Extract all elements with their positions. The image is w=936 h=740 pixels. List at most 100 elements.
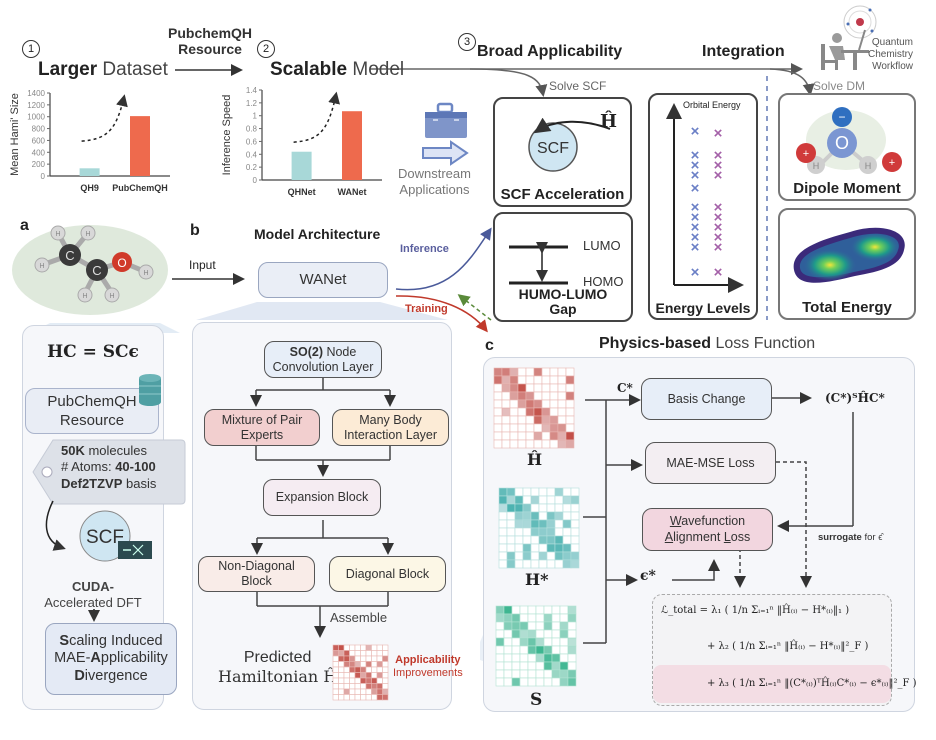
expansion-block-box: Expansion Block	[263, 479, 381, 516]
orbital-level-mark: ×	[714, 157, 723, 174]
training-label: Training	[405, 303, 448, 315]
y-tick-label: 400	[32, 148, 46, 157]
orbital-level-mark: ×	[714, 199, 723, 216]
y-tick-label: 1000	[27, 113, 45, 122]
orbital-level-mark: ×	[691, 199, 700, 216]
cuda-dft-label: CUDA- Accelerated DFT	[44, 579, 142, 610]
scf-acceleration-title: SCF Acceleration	[500, 186, 625, 203]
dipole-plus-right: +	[889, 157, 895, 169]
trend-arrow	[293, 91, 340, 143]
y-tick-label: 1.2	[246, 99, 258, 108]
quantum-workflow-icon	[821, 5, 877, 70]
predicted-hamiltonian-label: Predicted Hamiltonian Ĥ	[218, 649, 338, 687]
training-arrow	[395, 295, 488, 333]
y-axis-label: Inference Speed	[221, 95, 233, 176]
h-hat-label: Ĥ	[600, 111, 618, 132]
x-tick-label: QH9	[80, 183, 99, 193]
bar-wanet	[342, 111, 362, 180]
dipole-moment-title: Dipole Moment	[793, 180, 901, 197]
orbital-level-mark: ×	[691, 180, 700, 197]
y-tick-label: 1	[253, 112, 258, 121]
total-energy-title: Total Energy	[802, 299, 892, 316]
orbital-level-mark: ×	[691, 123, 700, 140]
inference-arrow	[395, 227, 492, 291]
total-energy-card: Total Energy	[778, 208, 916, 320]
orbital-level-mark: ×	[714, 167, 723, 184]
carbon-label-1: C	[65, 248, 74, 263]
orbital-level-mark: ×	[691, 219, 700, 236]
orbital-level-mark: ×	[714, 125, 723, 142]
panel-b-container	[192, 322, 452, 710]
wanet-box: WANet	[258, 262, 388, 298]
orbital-level-mark: ×	[691, 239, 700, 256]
homo-label: HOMO	[583, 274, 624, 289]
panel-b-label: b	[190, 222, 200, 239]
y-tick-label: 0.2	[246, 163, 258, 172]
arrow-solve-scf	[469, 68, 548, 97]
stat-molecules: 50K molecules	[61, 443, 147, 458]
orbital-energy-axis-label: Orbital Energy	[683, 100, 741, 110]
h-atom: H	[82, 293, 87, 300]
pubchemqh-resource-box: PubChemQH Resource	[25, 388, 159, 434]
orbital-level-mark: ×	[691, 167, 700, 184]
formula-term-3: + λ₃ ( 1/n Σᵢ₌₁ⁿ ‖(C*₍ᵢ₎)ᵀĤ₍ᵢ₎C*₍ᵢ₎ − ϵ*…	[707, 678, 917, 689]
x-tick-label: QHNet	[288, 187, 316, 197]
y-tick-label: 800	[32, 125, 46, 134]
inference-label: Inference	[400, 243, 449, 255]
h-star-matrix	[498, 487, 580, 569]
workflow-label: Quantum Chemistry Workflow	[868, 37, 914, 72]
orbital-level-mark: ×	[714, 239, 723, 256]
x-tick-label: WANet	[338, 187, 367, 197]
epsilon-star-label: ϵ*	[640, 568, 656, 584]
step-2-badge: 2	[257, 40, 275, 58]
so2-convolution-box: SO(2) Node Convolution Layer	[264, 341, 382, 378]
orbital-level-mark: ×	[691, 229, 700, 246]
y-tick-label: 600	[32, 136, 46, 145]
toolbox-icon	[422, 102, 469, 166]
dataset-tag-shape	[32, 439, 186, 505]
oxygen-atom-label: O	[117, 256, 126, 270]
schrodinger-equation: HC = SCϵ	[47, 342, 139, 362]
mae-mse-loss-box: MAE-MSE Loss	[645, 442, 776, 484]
y-tick-label: 0.8	[246, 125, 258, 134]
c-star-label: C*	[617, 381, 633, 395]
scf-acceleration-card: SCF Ĥ SCF Acceleration	[493, 97, 632, 207]
basis-change-box: Basis Change	[641, 378, 772, 420]
y-axis-label: Mean Hami' Size	[9, 93, 21, 176]
stat-atoms: # Atoms: 40-100	[61, 459, 156, 475]
y-tick-label: 1200	[27, 101, 45, 110]
step-2-title: Scalable Model	[270, 59, 405, 80]
matrix-cell	[570, 559, 580, 569]
energy-levels-plot: ×××××××××××××××××××××	[666, 103, 744, 293]
y-tick-label: 1400	[27, 89, 45, 98]
trend-arrow	[81, 94, 128, 142]
y-tick-label: 0	[253, 176, 258, 185]
dipole-moment-card: − O H H + + Dipole Moment	[778, 93, 916, 201]
step-3-badge: 3	[458, 33, 476, 51]
panel-a-container: HC = SCϵ PubChemQH Resource 50K molecule…	[22, 325, 186, 710]
h-star-matrix-label: H*	[525, 570, 549, 589]
orbital-level-mark: ×	[691, 157, 700, 174]
water-dipole-icon: − O H H + +	[796, 107, 902, 174]
scaling-divergence-box: Scaling Induced MAE-Applicability Diverg…	[45, 623, 177, 695]
energy-levels-card: ××××××××××××××××××××× Orbital Energy Ene…	[648, 93, 758, 320]
h-atom: H	[85, 231, 90, 238]
oxygen-label: O	[835, 133, 849, 153]
integration-title: Integration	[702, 43, 785, 60]
y-tick-label: 0	[41, 172, 46, 181]
bar-qh9	[79, 168, 100, 176]
h-atom: H	[143, 270, 148, 277]
downstream-label: Downstream Applications	[398, 166, 471, 198]
total-loss-formula-box: ℒ_total = λ₁ ( 1/n Σᵢ₌₁ⁿ ‖Ĥ₍ᵢ₎ − H*₍ᵢ₎‖₁…	[652, 594, 916, 706]
y-tick-label: 0.6	[246, 137, 258, 146]
solve-scf-label: Solve SCF	[549, 79, 607, 93]
y-tick-label: 200	[32, 160, 46, 169]
orbital-level-mark: ×	[714, 209, 723, 226]
